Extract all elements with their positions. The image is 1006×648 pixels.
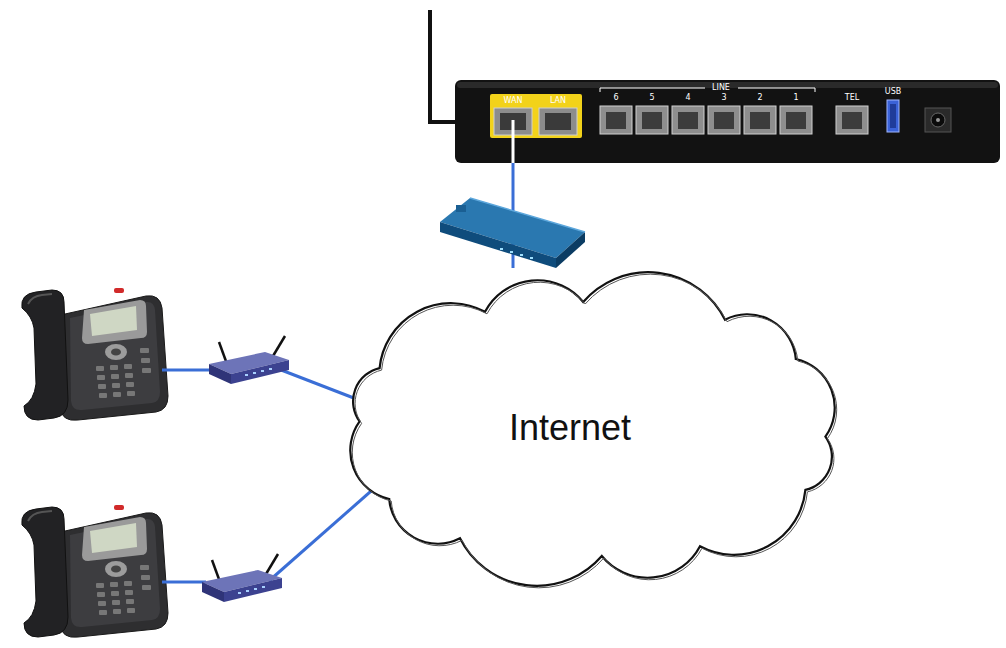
gateway-panel: WAN LAN LINE 6 5 4 3 2 1 TEL USB	[455, 80, 1000, 163]
port-label: WAN	[504, 97, 523, 105]
wireless-router	[209, 336, 289, 384]
modem	[440, 198, 585, 268]
port-number: 5	[649, 94, 654, 102]
ip-phone	[22, 288, 168, 420]
voip-gateway	[455, 80, 1000, 163]
port-number: 6	[613, 94, 618, 102]
cloud-shape	[352, 274, 836, 588]
port-group-label: LINE	[712, 84, 730, 92]
ip-phone	[22, 505, 168, 637]
internet-cloud: Internet	[320, 268, 865, 590]
port-number: 1	[793, 94, 798, 102]
network-link	[512, 163, 515, 268]
port-number: 3	[721, 94, 726, 102]
antenna	[430, 10, 456, 122]
wireless-router	[202, 554, 282, 602]
port-label: TEL	[845, 94, 859, 102]
cloud-label: Internet	[509, 410, 631, 446]
ethernet-cable	[512, 120, 515, 164]
port-number: 2	[757, 94, 762, 102]
port-label: USB	[885, 88, 901, 96]
cloud-shape	[350, 272, 834, 586]
port-label: LAN	[550, 97, 566, 105]
port-number: 4	[685, 94, 690, 102]
